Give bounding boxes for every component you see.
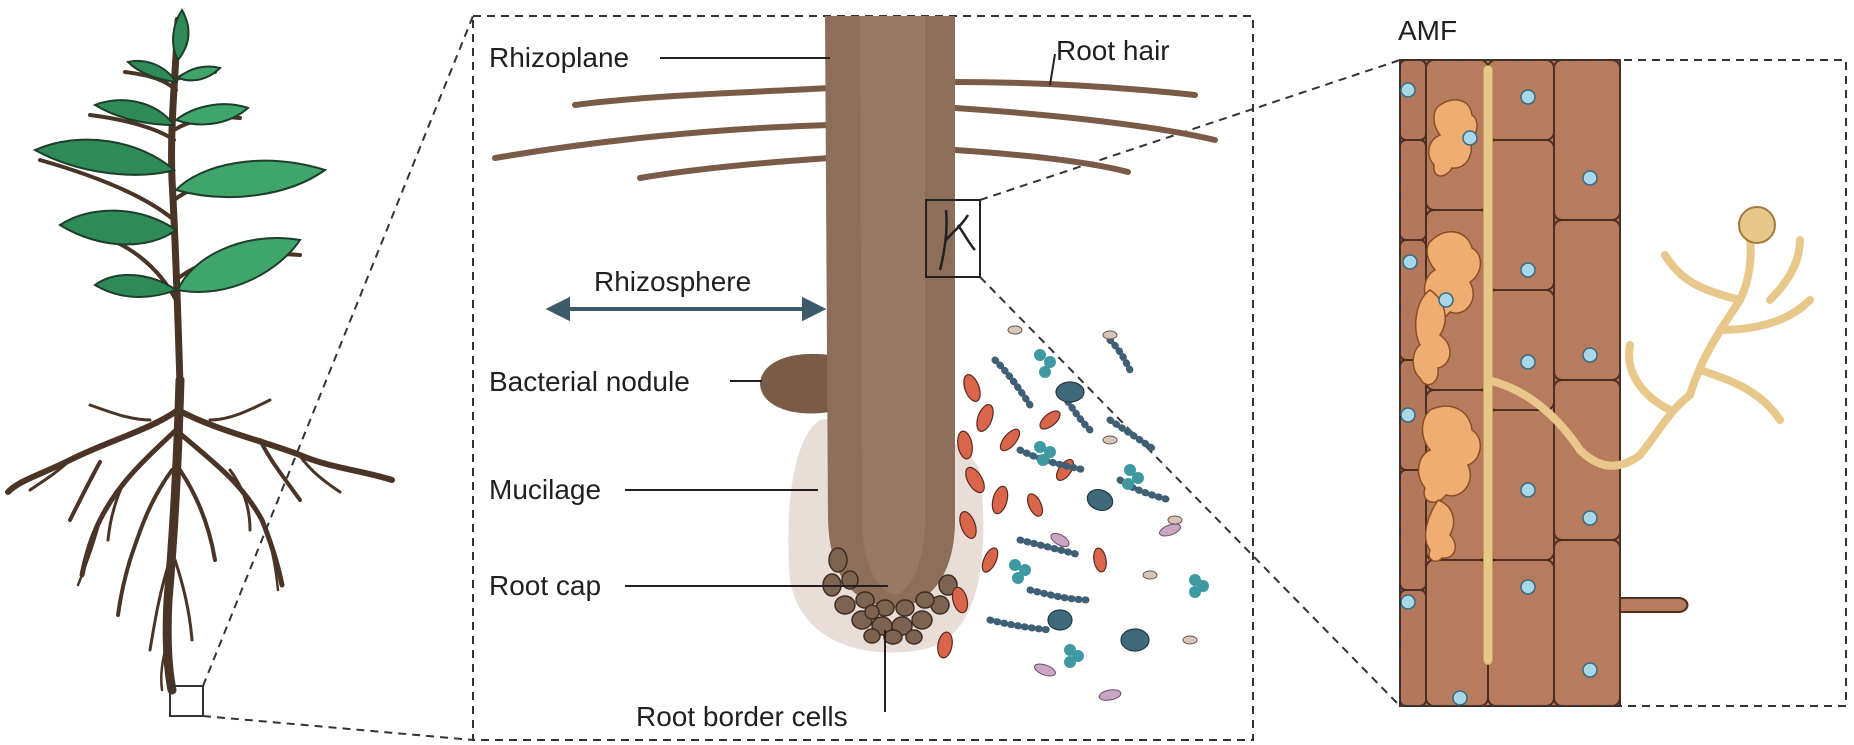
plant-illustration	[8, 10, 392, 716]
plant-roots	[8, 380, 392, 690]
root-zoom-panel: Rhizoplane Root hair Rhizosphere Bacteri…	[473, 16, 1253, 740]
amf-root-hair	[1620, 598, 1688, 612]
label-rhizosphere: Rhizosphere	[594, 266, 751, 297]
amf-zoom-panel: AMF	[1398, 15, 1846, 706]
label-mucilage: Mucilage	[489, 474, 601, 505]
label-root-hair: Root hair	[1056, 35, 1170, 66]
label-root-cap: Root cap	[489, 570, 601, 601]
label-rhizoplane: Rhizoplane	[489, 42, 629, 73]
rhizosphere-arrow	[550, 300, 822, 318]
bacterial-nodule	[760, 354, 830, 414]
label-amf: AMF	[1398, 15, 1457, 46]
plant-leaves	[35, 10, 325, 297]
plant-stem	[172, 20, 180, 385]
label-bacterial-nodule: Bacterial nodule	[489, 366, 690, 397]
fungal-spore	[1739, 207, 1775, 243]
label-root-border-cells: Root border cells	[636, 701, 848, 732]
